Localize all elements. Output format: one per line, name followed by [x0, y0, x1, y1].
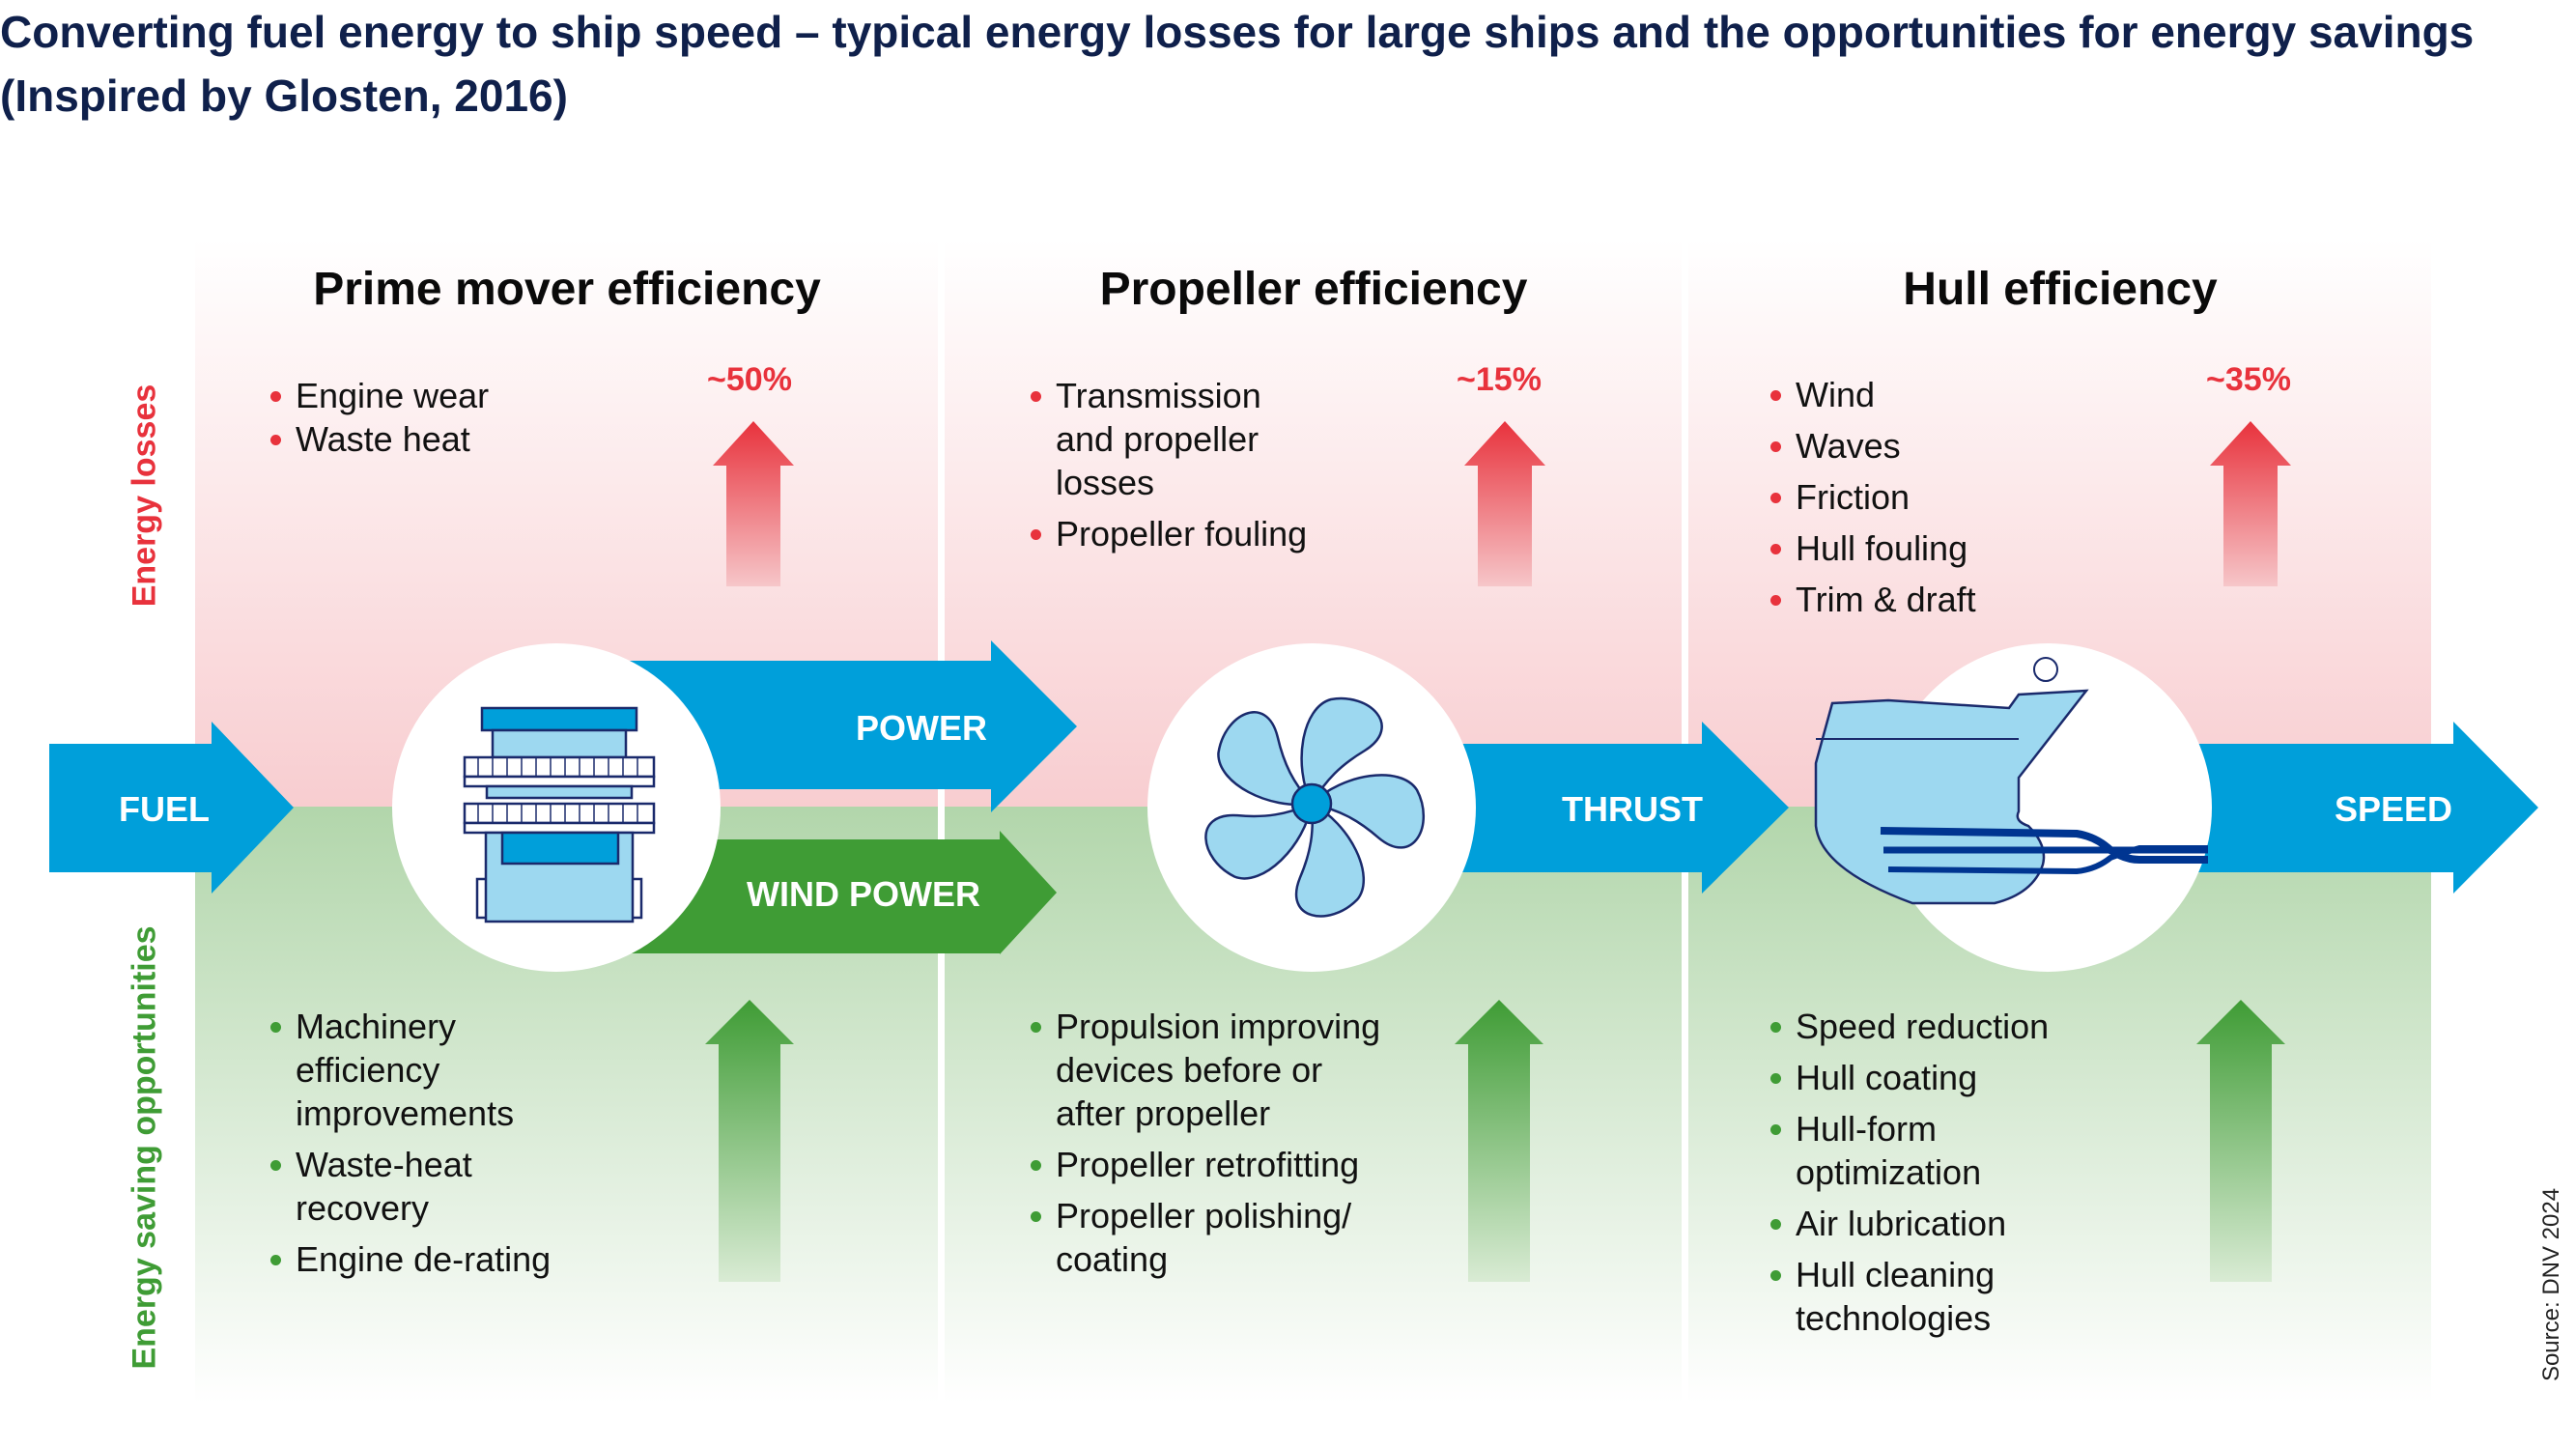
- list-item: Propeller fouling: [1031, 512, 1307, 555]
- saving-arrow-3: [2196, 1000, 2285, 1282]
- loss-list-prime-mover: Engine wear Waste heat: [270, 374, 489, 468]
- list-item: Transmission and propeller losses: [1031, 374, 1307, 504]
- hull-icon: [1814, 657, 2208, 905]
- propeller-icon: [1204, 696, 1426, 918]
- title-line-2: (Inspired by Glosten, 2016): [0, 71, 568, 121]
- speed-label: SPEED: [2334, 789, 2453, 829]
- list-item: Propulsion improving devices before or a…: [1031, 1005, 1380, 1135]
- panel-heading-prime-mover: Prime mover efficiency: [313, 264, 821, 315]
- list-item: Engine de-rating: [270, 1237, 551, 1281]
- engine-icon: [463, 706, 656, 923]
- speed-arrow: [2173, 722, 2538, 894]
- thrust-arrow: [1430, 722, 1789, 894]
- list-item: Hull-form optimization: [1770, 1107, 2049, 1194]
- energy-losses-label: Energy losses: [126, 383, 163, 608]
- energy-savings-label: Energy saving opportunities: [126, 925, 163, 1370]
- loss-arrow-2: [1464, 421, 1545, 586]
- thrust-label: THRUST: [1562, 789, 1703, 829]
- list-item: Waves: [1770, 420, 1976, 471]
- list-item: Waste-heat recovery: [270, 1143, 551, 1230]
- list-item: Friction: [1770, 471, 1976, 523]
- loss-list-hull: Wind Waves Friction Hull fouling Trim & …: [1770, 369, 1976, 625]
- list-item: Hull coating: [1770, 1056, 2049, 1099]
- saving-list-propeller: Propulsion improving devices before or a…: [1031, 1005, 1380, 1289]
- list-item: Hull cleaning technologies: [1770, 1253, 2049, 1340]
- saving-list-hull: Speed reduction Hull coating Hull-form o…: [1770, 1005, 2049, 1348]
- diagram-title: Converting fuel energy to ship speed – t…: [0, 0, 2511, 128]
- saving-list-prime-mover: Machinery efficiency improvements Waste-…: [270, 1005, 551, 1289]
- list-item: Speed reduction: [1770, 1005, 2049, 1048]
- panel-heading-hull: Hull efficiency: [1903, 264, 2218, 315]
- fuel-label: FUEL: [119, 789, 210, 829]
- source-credit: Source: DNV 2024: [2538, 1187, 2564, 1382]
- list-item: Hull fouling: [1770, 523, 1976, 574]
- list-item: Air lubrication: [1770, 1202, 2049, 1245]
- power-label: POWER: [855, 708, 988, 748]
- fuel-arrow: [49, 722, 294, 894]
- loss-arrow-3: [2210, 421, 2291, 586]
- list-item: Wind: [1770, 369, 1976, 420]
- list-item: Waste heat: [270, 417, 489, 461]
- loss-percent-propeller: ~15%: [1457, 361, 1542, 398]
- loss-percent-prime-mover: ~50%: [707, 361, 792, 398]
- wind-power-label: WIND POWER: [747, 874, 980, 914]
- loss-arrow-1: [713, 421, 794, 586]
- loss-arrows: [713, 421, 2291, 586]
- wind-power-arrow: [618, 831, 1057, 954]
- panel-heading-propeller: Propeller efficiency: [1099, 264, 1528, 315]
- list-item: Propeller retrofitting: [1031, 1143, 1380, 1186]
- saving-arrow-1: [705, 1000, 794, 1282]
- list-item: Engine wear: [270, 374, 489, 417]
- list-item: Machinery efficiency improvements: [270, 1005, 551, 1135]
- list-item: Propeller polishing/ coating: [1031, 1194, 1380, 1281]
- loss-list-propeller: Transmission and propeller losses Propel…: [1031, 374, 1307, 563]
- saving-arrows: [705, 1000, 2285, 1282]
- list-item: Trim & draft: [1770, 574, 1976, 625]
- loss-percent-hull: ~35%: [2206, 361, 2291, 398]
- title-line-1: Converting fuel energy to ship speed – t…: [0, 7, 2475, 57]
- power-arrow: [599, 640, 1077, 812]
- saving-arrow-2: [1455, 1000, 1543, 1282]
